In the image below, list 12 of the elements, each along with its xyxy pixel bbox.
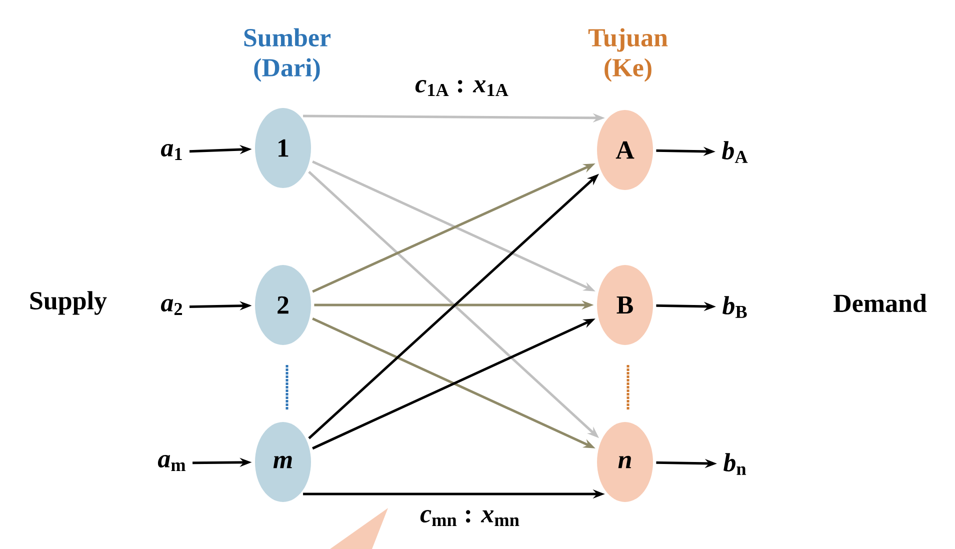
- column-heading: Tujuan (Ke): [588, 28, 668, 82]
- node-label: b$_{n}$: [724, 453, 746, 475]
- edge-label: c$_{1A}$ : x$_{1A}$: [413, 78, 511, 98]
- column-heading: Sumber (Dari): [244, 28, 330, 82]
- node-label: a$_{m}$: [158, 455, 186, 471]
- node-label: b$_{A}$: [722, 141, 748, 163]
- node-label: b$_{B}$: [722, 296, 747, 318]
- side-label: Supply: [30, 291, 107, 315]
- side-label: Demand: [834, 294, 927, 312]
- edge-label: c$_{mn}$ : x$_{mn}$: [418, 508, 522, 528]
- node-label: a$_{2}$: [161, 299, 182, 315]
- node-label: a$_{1}$: [161, 144, 182, 160]
